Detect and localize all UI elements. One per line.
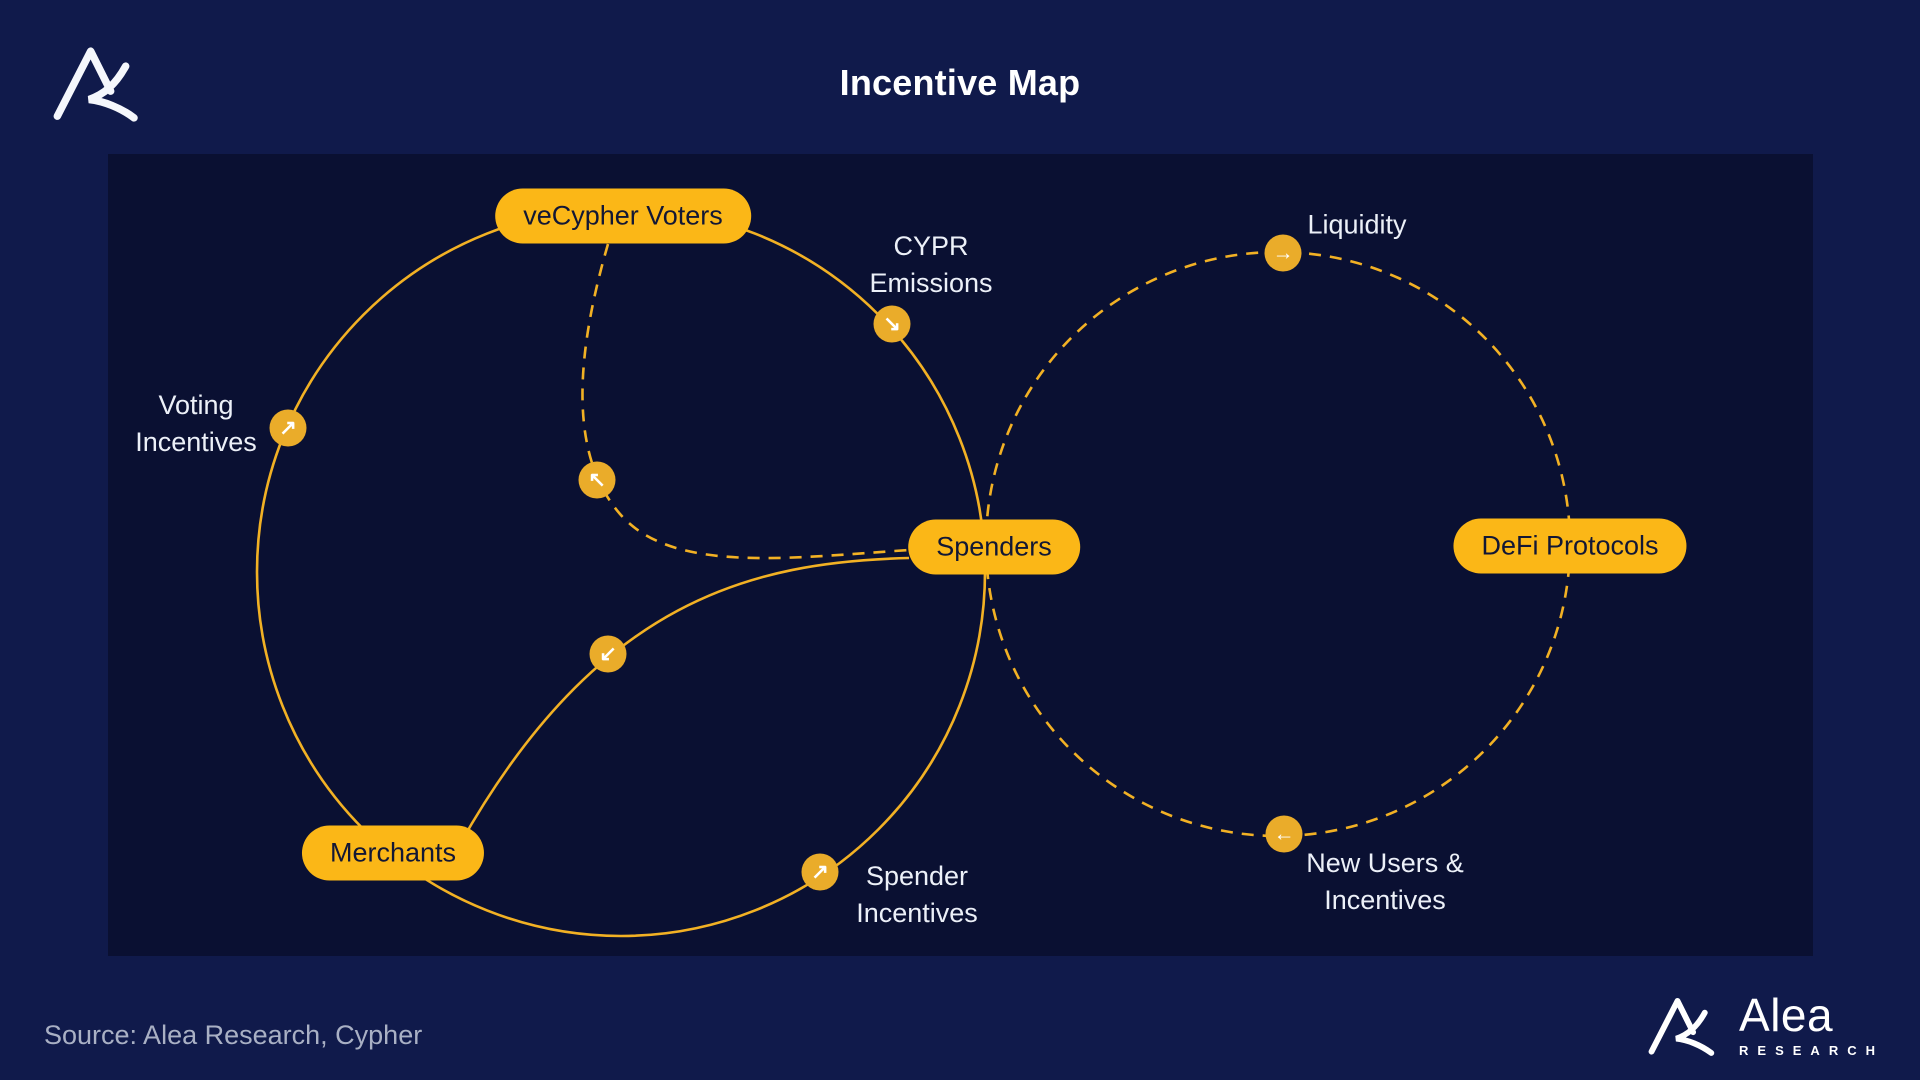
label-cypr-emissions: CYPR Emissions bbox=[869, 231, 993, 298]
alea-logo-icon bbox=[1648, 998, 1715, 1056]
spenders-to-merchants-curve bbox=[458, 556, 910, 845]
arrow-glyph: ↘ bbox=[883, 312, 901, 336]
label-liquidity: Liquidity bbox=[1307, 209, 1407, 240]
label-new-users-incentives: New Users & Incentives bbox=[1306, 848, 1464, 915]
page-title: Incentive Map bbox=[839, 62, 1081, 103]
brand-name: Alea bbox=[1739, 989, 1834, 1041]
spenders-to-vecypher-dashed-curve bbox=[581, 243, 910, 560]
node-defi-protocols: DeFi Protocols bbox=[1453, 518, 1687, 574]
arrow-glyph: → bbox=[1272, 241, 1294, 265]
arrow-glyph: ↖ bbox=[588, 468, 606, 492]
alea-research-logo: Alea RESEARCH bbox=[1645, 992, 1884, 1058]
diagram-panel: ↗ ↘ → ↖ ↙ ↗ ← veCypher Voters Spenders D… bbox=[108, 154, 1813, 956]
node-vecypher-voters: veCypher Voters bbox=[495, 188, 751, 244]
arrow-glyph: ← bbox=[1273, 822, 1295, 846]
node-spenders: Spenders bbox=[908, 519, 1080, 575]
label-voting-incentives: Voting Incentives bbox=[135, 390, 257, 457]
alea-logo-icon bbox=[53, 47, 138, 122]
brand-subname: RESEARCH bbox=[1739, 1043, 1884, 1058]
flow-arrow-left-icon: ← bbox=[1265, 815, 1303, 853]
brand-text: Alea RESEARCH bbox=[1739, 992, 1884, 1058]
arrow-glyph: ↗ bbox=[279, 416, 297, 440]
source-attribution: Source: Alea Research, Cypher bbox=[44, 1020, 423, 1050]
flow-arrow-right-icon: → bbox=[1264, 234, 1302, 272]
flow-arrow-down-right-icon: ↘ bbox=[873, 305, 911, 343]
node-merchants: Merchants bbox=[301, 825, 485, 881]
flow-arrow-up-left-icon: ↖ bbox=[578, 461, 616, 499]
flow-arrow-down-left-icon: ↙ bbox=[589, 635, 627, 673]
flow-arrow-up-right-icon: ↗ bbox=[801, 853, 839, 891]
label-spender-incentives: Spender Incentives bbox=[856, 861, 978, 928]
arrow-glyph: ↙ bbox=[599, 642, 617, 666]
arrow-glyph: ↗ bbox=[811, 860, 829, 884]
flow-arrow-up-right-icon: ↗ bbox=[269, 409, 307, 447]
